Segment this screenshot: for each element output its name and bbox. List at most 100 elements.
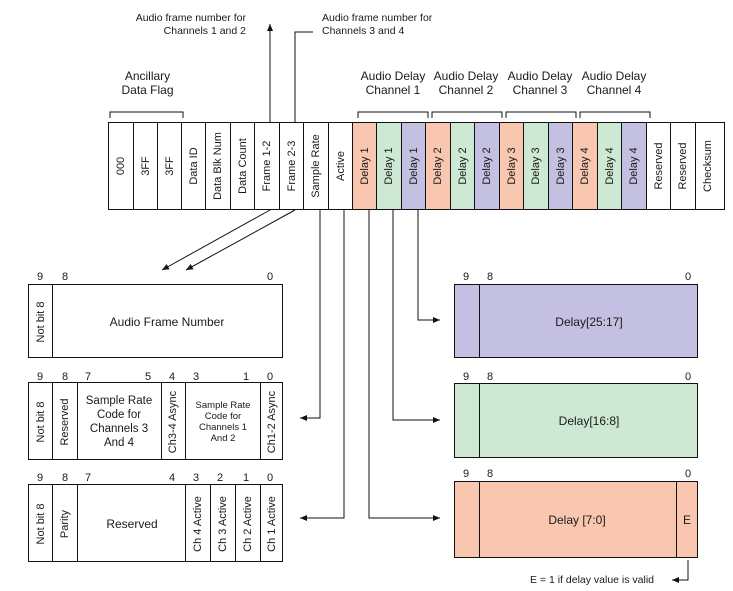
ch12-async-bit: Ch1-2 Async (266, 390, 278, 454)
bit-1: 1 (242, 371, 250, 383)
packet-word: 000 (109, 123, 134, 209)
bit-8: 8 (61, 271, 69, 283)
packet-word-label: 000 (115, 156, 127, 176)
packet-word: Delay 2 (451, 123, 475, 209)
bit-4: 4 (168, 371, 176, 383)
packet-word-label: Checksum (702, 140, 714, 192)
bit-9: 9 (36, 472, 44, 484)
packet-word-label: Delay 4 (579, 147, 591, 185)
delay-word-7-0: Delay [7:0] E (454, 481, 698, 558)
delay-25-17-field: Delay[25:17] (555, 315, 623, 329)
packet-word-label: Delay 1 (407, 147, 420, 185)
packet-word-label: Data Blk Num (212, 132, 224, 200)
bit-0: 0 (266, 472, 274, 484)
delay-word-16-8: Delay[16:8] (454, 383, 698, 458)
bit-8: 8 (61, 371, 69, 383)
reserved-bit: Reserved (59, 398, 71, 446)
delay-valid-bit-e: E (682, 513, 692, 527)
packet-word: Data Count (231, 123, 255, 209)
reserved-field: Reserved (106, 517, 158, 531)
packet-word-label: Reserved (652, 142, 665, 190)
packet-word: Checksum (696, 123, 720, 209)
audio-frame-number-field: Audio Frame Number (109, 315, 225, 329)
packet-word-label: 3FF (163, 156, 176, 176)
delay-valid-footnote: E = 1 if delay value is valid (530, 574, 655, 586)
not-bit-8: Not bit 8 (35, 301, 47, 343)
packet-word: Delay 4 (598, 123, 622, 209)
packet-word-label: Active (334, 151, 347, 181)
bit-0: 0 (266, 371, 274, 383)
delay-word-25-17: Delay[25:17] (454, 284, 698, 358)
packet-word: Frame 1-2 (255, 123, 280, 209)
delay-7-0-field: Delay [7:0] (548, 513, 606, 527)
bit-8: 8 (61, 472, 69, 484)
packet-word: Delay 3 (549, 123, 573, 209)
packet-word: Reserved (647, 123, 671, 209)
packet-word-label: Delay 3 (530, 147, 542, 185)
bit-7: 7 (84, 472, 92, 484)
packet-word-label: Delay 2 (481, 147, 493, 185)
not-bit-8: Not bit 8 (35, 401, 47, 443)
header-ancillary-data-flag: Ancillary Data Flag (121, 69, 174, 97)
bit-9: 9 (462, 271, 470, 283)
packet-word-label: Data Count (236, 138, 249, 194)
bit-8: 8 (486, 371, 494, 383)
packet-word: Delay 2 (475, 123, 500, 209)
packet-word: Delay 4 (622, 123, 647, 209)
packet-word: Frame 2-3 (280, 123, 304, 209)
packet-word: Delay 4 (573, 123, 598, 209)
bit-0: 0 (684, 271, 692, 283)
not-bit-8: Not bit 8 (35, 503, 47, 545)
packet-word: Delay 1 (353, 123, 377, 209)
packet-word-label: Delay 2 (456, 147, 469, 185)
packet-word-label: Reserved (677, 142, 689, 190)
ch4-active-bit: Ch 4 Active (192, 496, 204, 552)
sample-rate-code-ch34: Sample Rate Code for Channels 3 And 4 (85, 395, 153, 449)
packet-word: Data Blk Num (206, 123, 231, 209)
packet-word-label: Delay 3 (505, 147, 518, 185)
ch1-active-bit: Ch 1 Active (266, 496, 278, 552)
ch3-active-bit: Ch 3 Active (217, 496, 229, 552)
header-delay-channel-2: Audio Delay Channel 2 (433, 69, 499, 97)
bit-9: 9 (36, 371, 44, 383)
bit-9: 9 (462, 468, 470, 480)
packet-word-label: Delay 4 (603, 147, 616, 185)
bit-3: 3 (192, 472, 200, 484)
packet-word-label: Frame 1-2 (261, 140, 273, 192)
bit-3: 3 (192, 371, 200, 383)
packet-word: Sample Rate (304, 123, 329, 209)
packet-word-label: Delay 1 (358, 147, 371, 185)
bit-0: 0 (684, 468, 692, 480)
sample-rate-code-ch12: Sample Rate Code for Channels 1 And 2 (195, 400, 251, 444)
packet-word-label: Delay 1 (383, 147, 395, 185)
packet-word: 3FF (158, 123, 182, 209)
packet-word: Delay 3 (500, 123, 524, 209)
packet-word: Delay 1 (402, 123, 426, 209)
ch34-async-bit: Ch3-4 Async (167, 390, 179, 454)
packet-word: 3FF (134, 123, 158, 209)
bit-0: 0 (266, 271, 274, 283)
bit-5: 5 (144, 371, 152, 383)
packet-word-label: Delay 3 (554, 147, 567, 185)
packet-word: Delay 2 (426, 123, 451, 209)
bit-2: 2 (216, 472, 224, 484)
packet-word: Delay 3 (524, 123, 549, 209)
packet-word-label: Frame 2-3 (285, 140, 298, 192)
bit-9: 9 (36, 271, 44, 283)
packet-word-label: 3FF (139, 156, 152, 176)
header-delay-channel-3: Audio Delay Channel 3 (507, 69, 573, 97)
parity-bit: Parity (59, 509, 71, 539)
packet-word-label: Delay 4 (628, 147, 640, 185)
bit-4: 4 (168, 472, 176, 484)
packet-word-label: Delay 2 (432, 147, 444, 185)
active-word: Not bit 8 Parity Reserved Ch 4 Active Ch… (28, 484, 283, 562)
bit-8: 8 (486, 468, 494, 480)
bit-0: 0 (684, 371, 692, 383)
ch2-active-bit: Ch 2 Active (242, 496, 254, 552)
packet-word: Active (329, 123, 353, 209)
delay-16-8-field: Delay[16:8] (558, 414, 620, 428)
note-frame-1-2: Audio frame number for Channels 1 and 2 (135, 12, 246, 37)
header-delay-channel-4: Audio Delay Channel 4 (581, 69, 647, 97)
